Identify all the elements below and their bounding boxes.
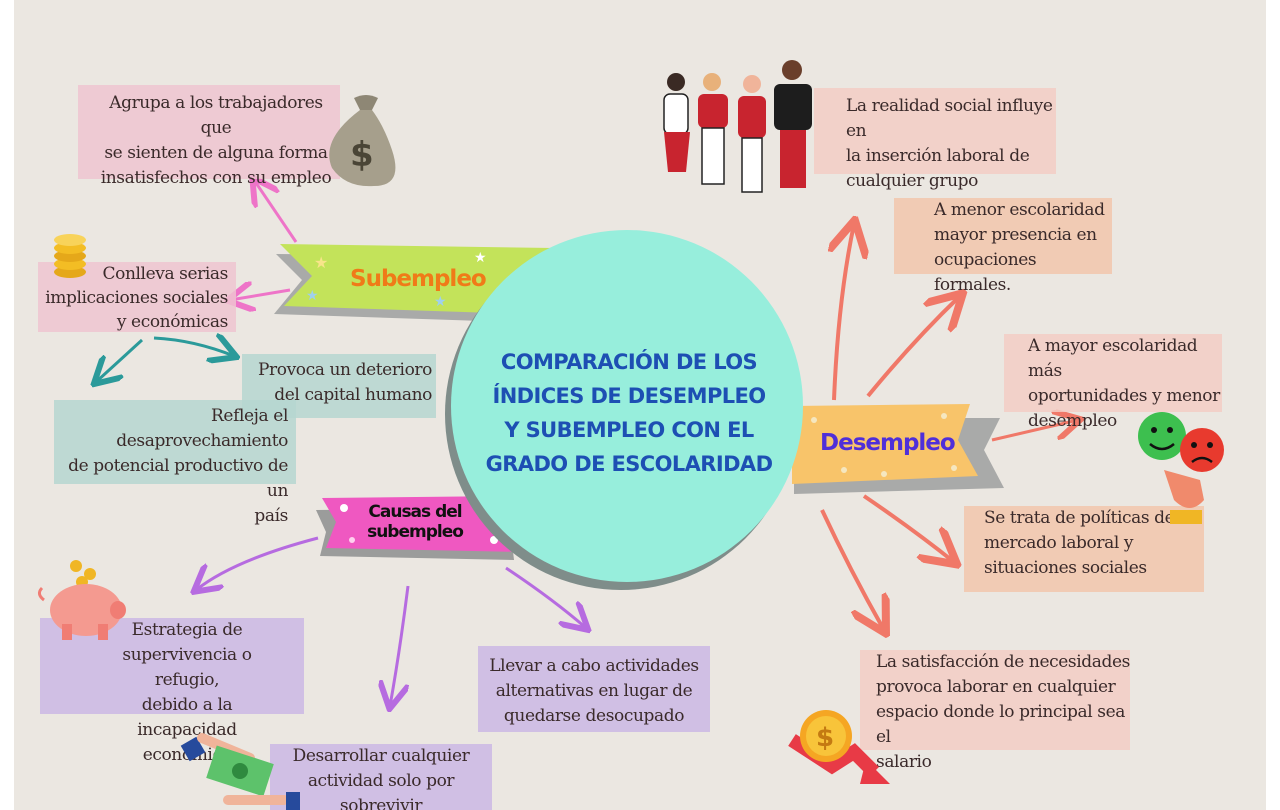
tape-subempleo: ★ ★ ★ ★ ★	[274, 244, 554, 322]
branch-label-subempleo: Subempleo	[350, 266, 487, 292]
branch-label-desempleo: Desempleo	[820, 430, 956, 456]
note-mayor: A mayor escolaridad más oportunidades y …	[1004, 334, 1222, 431]
arrow-causas-estrategia	[196, 536, 319, 590]
note-agrupa-text: Agrupa a los trabajadores que se sienten…	[100, 93, 332, 188]
svg-text:★: ★	[306, 288, 319, 304]
note-menor-text: A menor escolaridad mayor presencia en o…	[934, 200, 1105, 295]
tape-causas	[316, 496, 524, 560]
svg-text:★: ★	[474, 250, 487, 266]
note-conlleva-text: Conlleva serias implicaciones sociales y…	[45, 264, 228, 332]
note-politicas-text: Se trata de políticas del mercado labora…	[984, 508, 1180, 578]
note-provoca-text: Provoca un deterioro del capital humano	[258, 360, 432, 405]
svg-text:★: ★	[314, 253, 328, 272]
note-satisfaccion-text: La satisfacción de necesidades provoca l…	[876, 652, 1130, 772]
note-llevar: Llevar a cabo actividades alternativas e…	[478, 646, 710, 732]
connector-layer	[14, 0, 1266, 810]
arrow-conlleva-refleja	[96, 338, 144, 382]
mind-map-canvas: Agrupa a los trabajadores que se sienten…	[14, 0, 1266, 810]
branch-label-causas: Causas del subempleo	[367, 502, 464, 542]
note-realidad: La realidad social influye en la inserci…	[814, 88, 1056, 191]
svg-text:★: ★	[434, 294, 447, 310]
note-politicas: Se trata de políticas del mercado labora…	[964, 506, 1204, 592]
note-agrupa: Agrupa a los trabajadores que se sienten…	[78, 85, 340, 188]
tape-desempleo	[792, 404, 1004, 494]
note-realidad-text: La realidad social influye en la inserci…	[846, 96, 1053, 191]
arrow-causas-llevar	[505, 566, 586, 628]
note-llevar-text: Llevar a cabo actividades alternativas e…	[489, 656, 699, 726]
note-menor: A menor escolaridad mayor presencia en o…	[894, 198, 1112, 295]
note-refleja-text: Refleja el desaprovechamiento de potenci…	[68, 406, 288, 526]
arrow-desempleo-politicas	[862, 494, 954, 562]
arrow-desempleo-menor	[866, 296, 960, 398]
arrow-desempleo-realidad	[834, 224, 854, 401]
arrow-conlleva-provoca	[153, 338, 234, 356]
note-mayor-text: A mayor escolaridad más oportunidades y …	[1028, 336, 1220, 431]
center-title: COMPARACIÓN DE LOS ÍNDICES DE DESEMPLEO …	[485, 350, 773, 476]
arrow-desempleo-satisfaccion	[820, 509, 884, 630]
tape-layer: ★ ★ ★ ★ ★	[274, 244, 1004, 560]
note-desarrollar: Desarrollar cualquier actividad solo por…	[270, 744, 492, 810]
note-refleja: Refleja el desaprovechamiento de potenci…	[54, 400, 296, 526]
center-circle	[451, 230, 803, 582]
note-satisfaccion: La satisfacción de necesidades provoca l…	[860, 650, 1130, 772]
arrow-subempleo-agrupa	[254, 180, 298, 243]
arrow-subempleo-conlleva	[230, 290, 291, 300]
arrow-causas-desarrollar	[390, 585, 410, 706]
arrow-desempleo-mayor	[991, 420, 1078, 442]
note-desarrollar-text: Desarrollar cualquier actividad solo por…	[292, 746, 470, 810]
